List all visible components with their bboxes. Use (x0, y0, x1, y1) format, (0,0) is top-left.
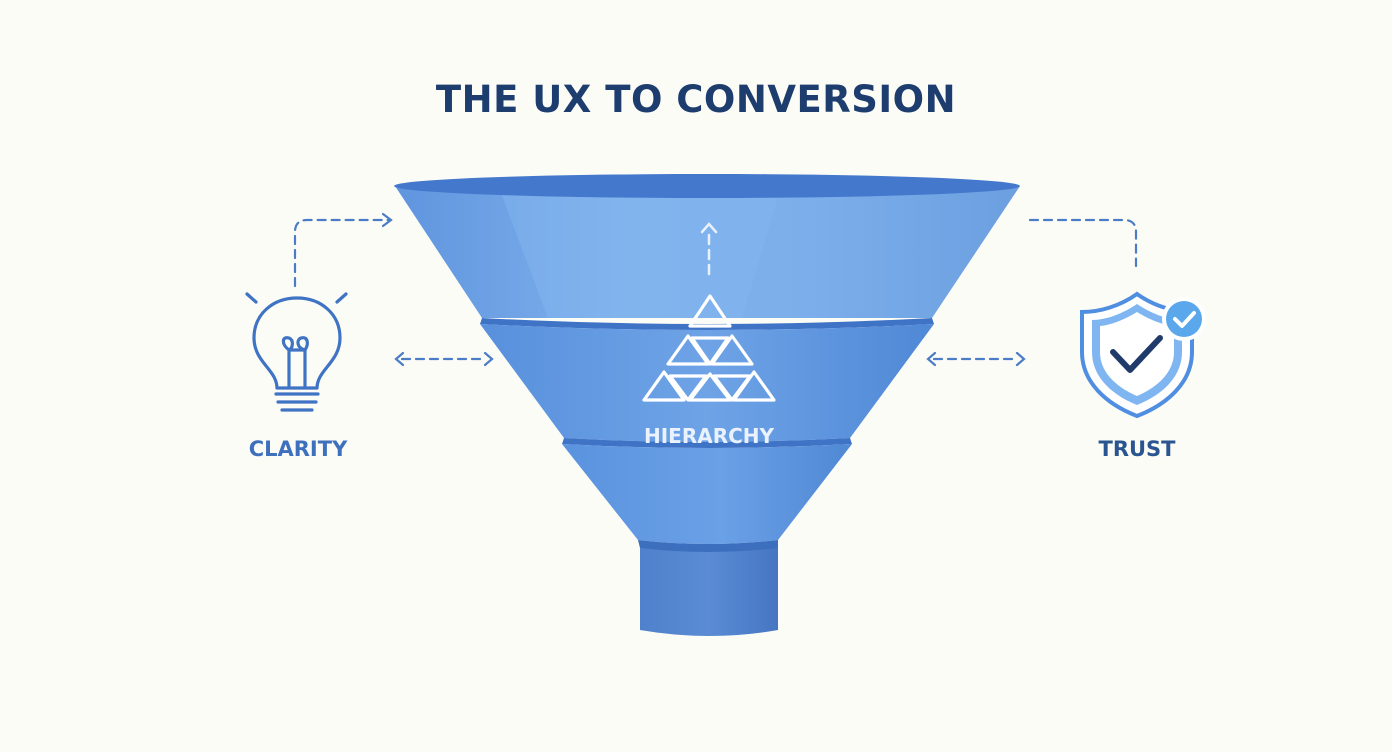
clarity-connector (293, 212, 393, 288)
hierarchy-label: HIERARCHY (644, 424, 775, 448)
lightbulb-icon (245, 292, 348, 412)
trust-double-arrow (926, 351, 1026, 367)
funnel-rim (394, 174, 1020, 198)
pyramid-icon (642, 294, 776, 402)
funnel-top-band (395, 186, 1020, 318)
funnel-middle-band (480, 324, 934, 442)
clarity-label: CLARITY (249, 437, 348, 461)
funnel-spout (640, 546, 778, 636)
shield-check-icon (1080, 291, 1206, 419)
trust-label: TRUST (1099, 437, 1177, 461)
trust-connector (1028, 218, 1138, 268)
funnel-spout-collar (638, 540, 778, 552)
funnel-separator-2 (562, 438, 852, 448)
diagram-title: THE UX TO CONVERSION (435, 78, 957, 121)
funnel-highlight (500, 190, 780, 318)
clarity-double-arrow (394, 351, 494, 367)
funnel-separator-1 (480, 318, 934, 330)
funnel (394, 174, 1020, 636)
up-arrow (700, 222, 718, 276)
funnel-lower-band (562, 444, 852, 544)
